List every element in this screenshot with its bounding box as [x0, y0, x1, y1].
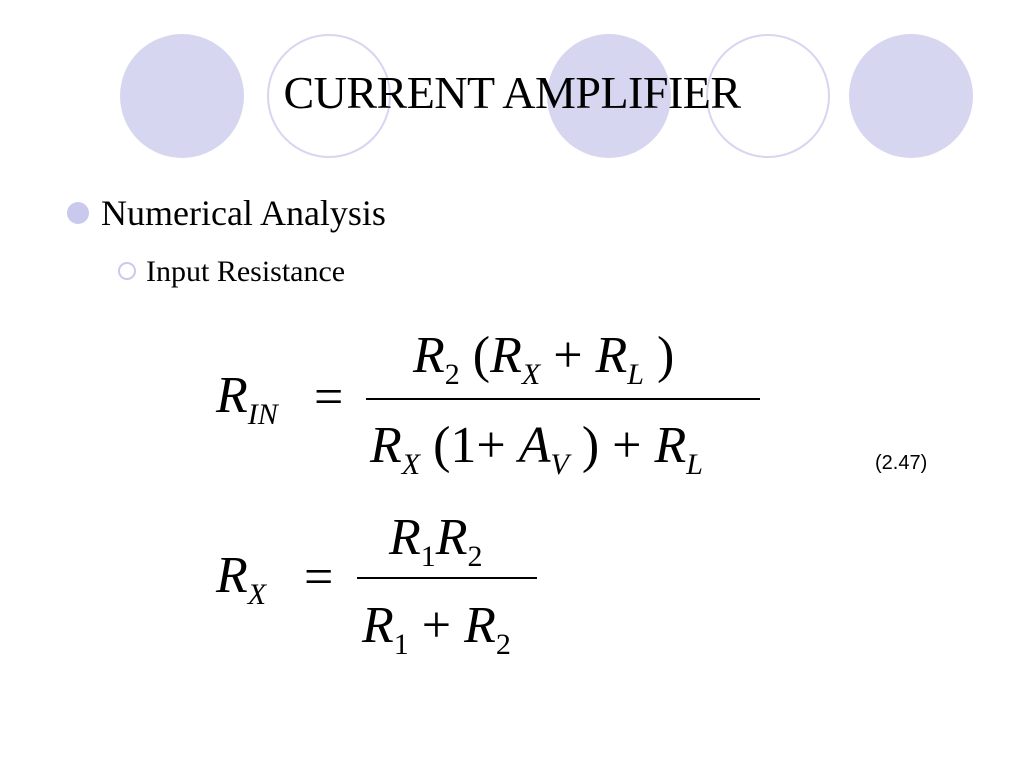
equation-1-lhs: RIN [216, 367, 278, 431]
equation-2-fraction-bar [357, 577, 537, 579]
decor-circle-4 [706, 34, 830, 158]
bullet-input-resistance: Input Resistance [146, 255, 346, 288]
equation-1-numerator: R2 (RX + RL ) [413, 327, 675, 391]
decor-circle-2 [267, 34, 391, 158]
decor-circle-3 [547, 34, 671, 158]
equation-1-denominator: RX (1+ AV ) + RL [370, 417, 703, 481]
sub-bullet-ring-icon [118, 262, 136, 280]
equation-2-denominator: R1 + R2 [362, 597, 511, 661]
slide-title: CURRENT AMPLIFIER [283, 67, 741, 118]
equation-1-equals: = [314, 369, 344, 426]
equation-2-numerator: R1R2 [389, 509, 483, 573]
equation-1-fraction-bar [366, 398, 760, 400]
decor-circle-1 [120, 34, 244, 158]
equation-2-lhs: RX [216, 547, 267, 611]
decor-circle-5 [849, 34, 973, 158]
bullet-numerical-analysis: Numerical Analysis [101, 193, 386, 233]
bullet-dot-icon [67, 202, 89, 224]
equation-number: (2.47) [875, 452, 928, 474]
equation-2-equals: = [304, 549, 334, 606]
